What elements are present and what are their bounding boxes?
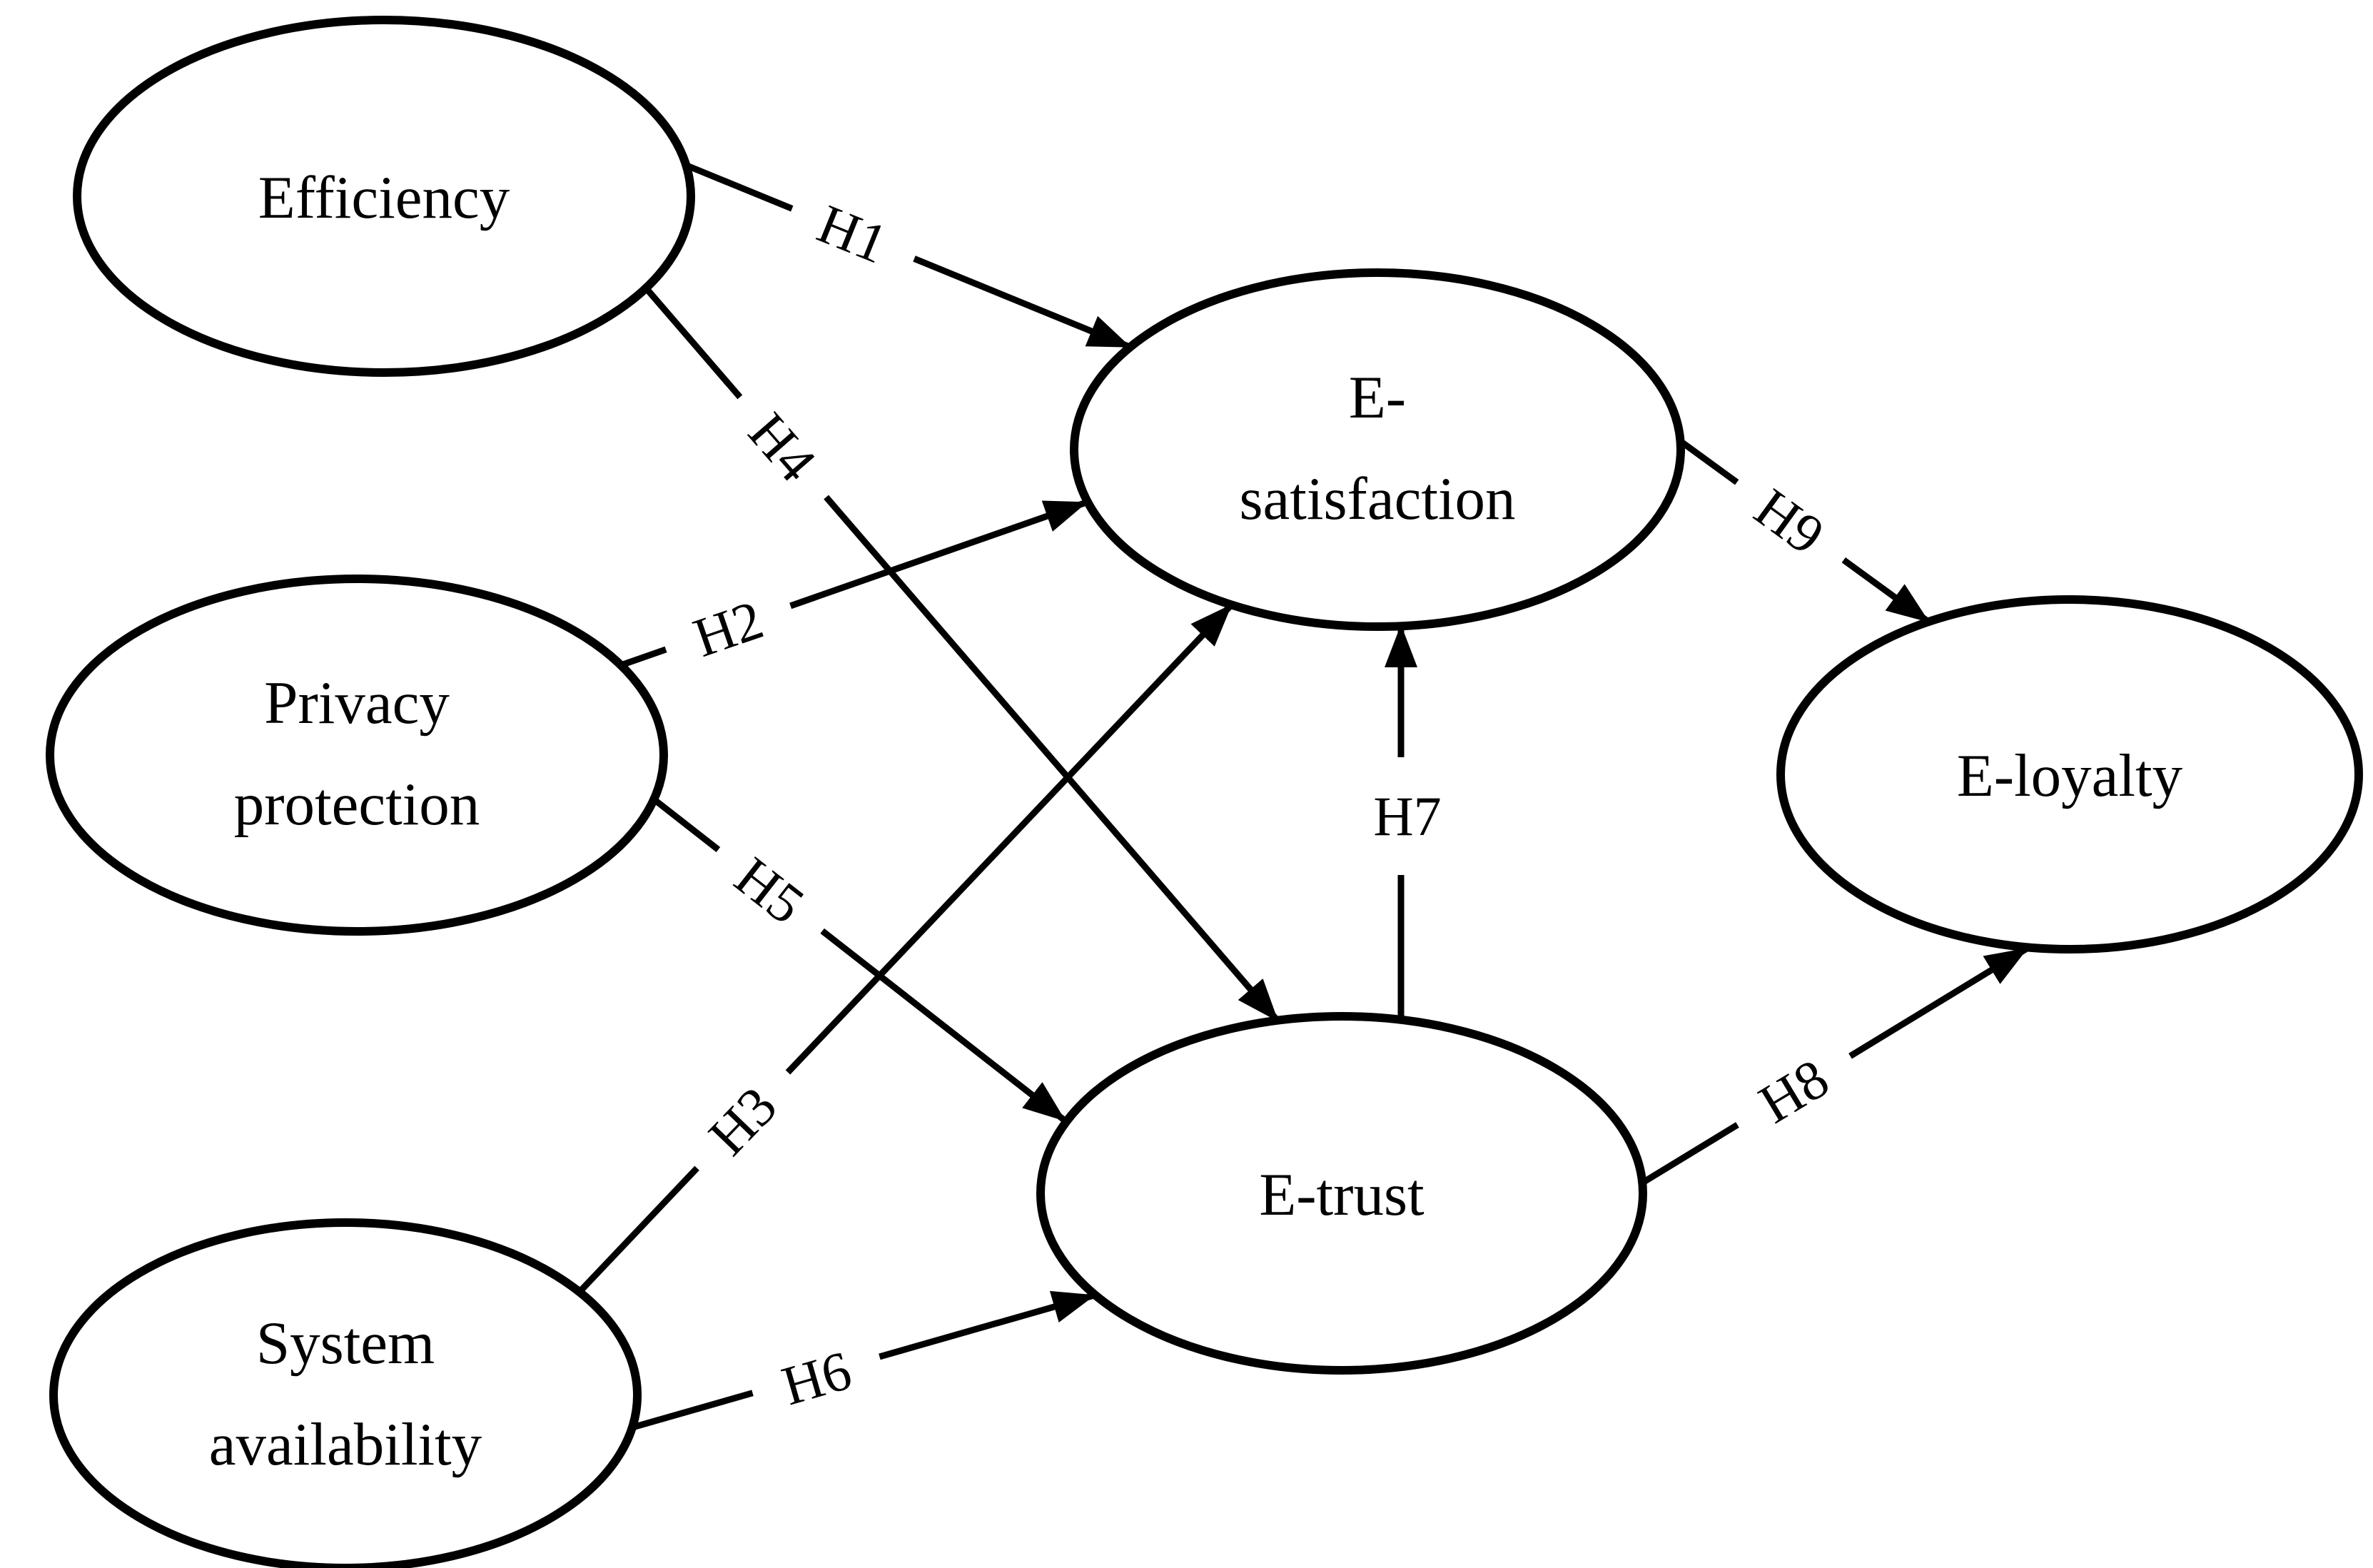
edge-h8-label: H8: [1716, 1021, 1872, 1160]
edge-h7-label-text: H7: [1373, 785, 1441, 847]
edge-h9-label-background: [1712, 449, 1868, 594]
edge-h1-label-background: [776, 171, 930, 297]
edge-h4-label: H4: [708, 370, 858, 525]
privacy-protection-label-line1: Privacy: [264, 669, 450, 737]
e-trust-label: E-trust: [1259, 1161, 1425, 1228]
node-privacy-protection: Privacy protection: [46, 575, 668, 936]
edge-h5-label-background: [692, 817, 848, 963]
privacy-protection-ellipse: [46, 575, 668, 936]
e-loyalty-label: E-loyalty: [1957, 742, 2183, 809]
e-trust-ellipse: [1036, 1012, 1647, 1375]
edge-h3-line: [579, 602, 1234, 1293]
edge-h6-label-background: [742, 1320, 892, 1436]
system-availability-label-line2: availability: [209, 1411, 482, 1478]
privacy-protection-label-line2: protection: [234, 771, 480, 838]
node-e-trust: E-trust: [1036, 1012, 1647, 1375]
edge-h2-label-background: [652, 567, 804, 689]
e-satisfaction-label-line1: E-: [1349, 364, 1406, 431]
node-e-satisfaction: E- satisfaction: [1070, 268, 1685, 631]
edge-h7-label: H7: [1340, 757, 1475, 875]
edge-h3-label-background: [667, 1044, 819, 1197]
e-satisfaction-label-line2: satisfaction: [1239, 465, 1515, 532]
node-efficiency: Efficiency: [73, 16, 695, 377]
node-e-loyalty: E-loyalty: [1776, 595, 2363, 954]
edge-h7-label-background: [1340, 757, 1475, 875]
node-system-availability: System availability: [49, 1218, 642, 1568]
edge-h2-label: H2: [652, 567, 804, 689]
system-availability-label-line1: System: [256, 1310, 435, 1377]
edge-h1-label: H1: [776, 171, 930, 297]
system-availability-ellipse: [49, 1218, 642, 1568]
edge-h9-label: H9: [1712, 449, 1868, 594]
edge-h6-label: H6: [742, 1320, 892, 1436]
efficiency-label: Efficiency: [258, 164, 510, 231]
edge-h8-label-background: [1716, 1021, 1872, 1160]
efficiency-ellipse: [73, 16, 695, 377]
e-loyalty-ellipse: [1776, 595, 2363, 954]
edge-h4-label-background: [708, 370, 858, 525]
e-satisfaction-ellipse: [1070, 268, 1685, 631]
edge-h5-label: H5: [692, 817, 848, 963]
